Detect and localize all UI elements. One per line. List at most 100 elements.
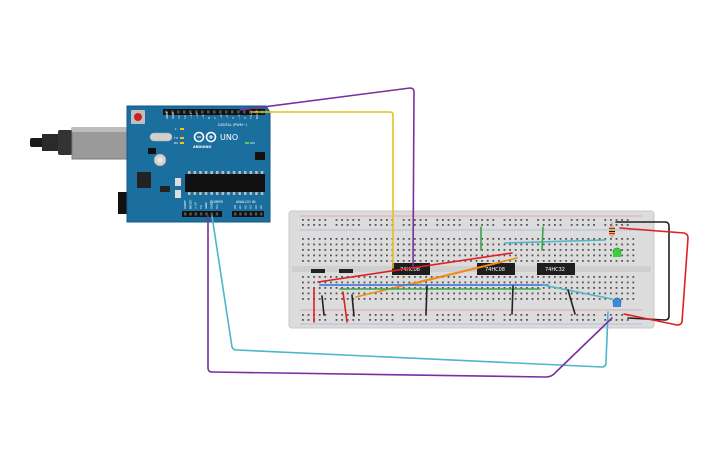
digital-pin-hole[interactable] xyxy=(165,110,168,114)
breadboard-hole[interactable] xyxy=(313,243,315,246)
breadboard-hole[interactable] xyxy=(346,254,349,257)
breadboard-hole[interactable] xyxy=(520,254,523,257)
breadboard-hole[interactable] xyxy=(559,249,562,251)
breadboard-hole[interactable] xyxy=(419,254,422,257)
breadboard-hole[interactable] xyxy=(386,224,388,226)
breadboard-hole[interactable] xyxy=(430,238,433,240)
breadboard-hole[interactable] xyxy=(453,243,455,246)
breadboard-hole[interactable] xyxy=(537,276,539,278)
breadboard-hole[interactable] xyxy=(408,314,411,316)
breadboard-hole[interactable] xyxy=(458,298,461,300)
breadboard-hole[interactable] xyxy=(514,281,517,284)
breadboard-hole[interactable] xyxy=(386,314,388,316)
breadboard-hole[interactable] xyxy=(509,276,511,278)
breadboard-hole[interactable] xyxy=(307,314,310,316)
breadboard-hole[interactable] xyxy=(565,276,567,278)
breadboard-hole[interactable] xyxy=(324,219,327,221)
breadboard-hole[interactable] xyxy=(414,238,416,240)
breadboard-hole[interactable] xyxy=(604,314,607,316)
wire-black-3[interactable] xyxy=(425,285,428,315)
breadboard-hole[interactable] xyxy=(559,260,562,262)
breadboard-hole[interactable] xyxy=(514,287,517,289)
analog-pin-hole[interactable] xyxy=(244,212,247,216)
breadboard-hole[interactable] xyxy=(358,287,360,289)
breadboard-hole[interactable] xyxy=(419,276,422,278)
breadboard-hole[interactable] xyxy=(307,287,310,289)
breadboard-hole[interactable] xyxy=(408,224,411,226)
digital-pin-hole[interactable] xyxy=(231,110,234,114)
breadboard-hole[interactable] xyxy=(408,249,411,251)
wire-orange-2[interactable] xyxy=(412,261,503,285)
breadboard-hole[interactable] xyxy=(475,319,478,321)
breadboard-hole[interactable] xyxy=(570,249,573,251)
breadboard-hole[interactable] xyxy=(307,254,310,257)
breadboard-hole[interactable] xyxy=(374,260,377,262)
breadboard-hole[interactable] xyxy=(481,224,483,226)
breadboard-hole[interactable] xyxy=(632,243,635,246)
breadboard-hole[interactable] xyxy=(335,319,338,321)
breadboard-hole[interactable] xyxy=(621,281,623,284)
breadboard-hole[interactable] xyxy=(464,292,467,295)
breadboard-hole[interactable] xyxy=(324,292,327,295)
breadboard-hole[interactable] xyxy=(430,254,433,257)
breadboard-hole[interactable] xyxy=(604,287,607,289)
breadboard-hole[interactable] xyxy=(486,276,489,278)
digital-pin-hole[interactable] xyxy=(219,110,222,114)
breadboard-hole[interactable] xyxy=(587,276,590,278)
breadboard-hole[interactable] xyxy=(570,224,573,226)
breadboard-hole[interactable] xyxy=(380,314,383,316)
breadboard-hole[interactable] xyxy=(458,281,461,284)
breadboard-hole[interactable] xyxy=(481,260,483,262)
breadboard-hole[interactable] xyxy=(408,243,411,246)
breadboard-hole[interactable] xyxy=(425,219,427,221)
breadboard-hole[interactable] xyxy=(498,292,500,295)
breadboard-hole[interactable] xyxy=(514,319,517,321)
breadboard-hole[interactable] xyxy=(576,243,579,246)
breadboard-hole[interactable] xyxy=(481,281,483,284)
breadboard-hole[interactable] xyxy=(397,298,399,300)
breadboard-hole[interactable] xyxy=(346,314,349,316)
breadboard-hole[interactable] xyxy=(318,298,321,300)
breadboard-hole[interactable] xyxy=(481,238,483,240)
breadboard-hole[interactable] xyxy=(520,287,523,289)
breadboard-hole[interactable] xyxy=(576,287,579,289)
breadboard-hole[interactable] xyxy=(425,224,427,226)
breadboard-hole[interactable] xyxy=(402,292,405,295)
breadboard-hole[interactable] xyxy=(587,238,590,240)
breadboard-hole[interactable] xyxy=(537,224,539,226)
breadboard-hole[interactable] xyxy=(430,260,433,262)
breadboard-hole[interactable] xyxy=(341,260,343,262)
breadboard-hole[interactable] xyxy=(453,224,455,226)
breadboard-hole[interactable] xyxy=(302,243,304,246)
breadboard-hole[interactable] xyxy=(414,276,416,278)
breadboard-hole[interactable] xyxy=(548,260,551,262)
breadboard-hole[interactable] xyxy=(587,243,590,246)
breadboard-hole[interactable] xyxy=(391,298,394,300)
breadboard-hole[interactable] xyxy=(453,292,455,295)
breadboard-hole[interactable] xyxy=(335,281,338,284)
breadboard-hole[interactable] xyxy=(531,254,534,257)
breadboard-hole[interactable] xyxy=(458,292,461,295)
breadboard-hole[interactable] xyxy=(570,314,573,316)
breadboard-hole[interactable] xyxy=(391,281,394,284)
breadboard-hole[interactable] xyxy=(307,249,310,251)
breadboard-hole[interactable] xyxy=(335,249,338,251)
breadboard-hole[interactable] xyxy=(324,276,327,278)
breadboard-hole[interactable] xyxy=(436,243,439,246)
analog-header[interactable] xyxy=(232,211,264,217)
breadboard-hole[interactable] xyxy=(509,287,511,289)
breadboard-hole[interactable] xyxy=(419,238,422,240)
breadboard-hole[interactable] xyxy=(346,219,349,221)
breadboard-hole[interactable] xyxy=(576,219,579,221)
wire-red-right-loop[interactable] xyxy=(619,227,689,326)
breadboard-hole[interactable] xyxy=(374,254,377,257)
breadboard-hole[interactable] xyxy=(570,281,573,284)
breadboard-hole[interactable] xyxy=(447,298,450,300)
breadboard-hole[interactable] xyxy=(486,281,489,284)
breadboard-hole[interactable] xyxy=(436,224,439,226)
breadboard-hole[interactable] xyxy=(514,292,517,295)
breadboard-hole[interactable] xyxy=(598,298,601,300)
breadboard-hole[interactable] xyxy=(509,224,511,226)
breadboard-hole[interactable] xyxy=(531,260,534,262)
breadboard-hole[interactable] xyxy=(402,260,405,262)
